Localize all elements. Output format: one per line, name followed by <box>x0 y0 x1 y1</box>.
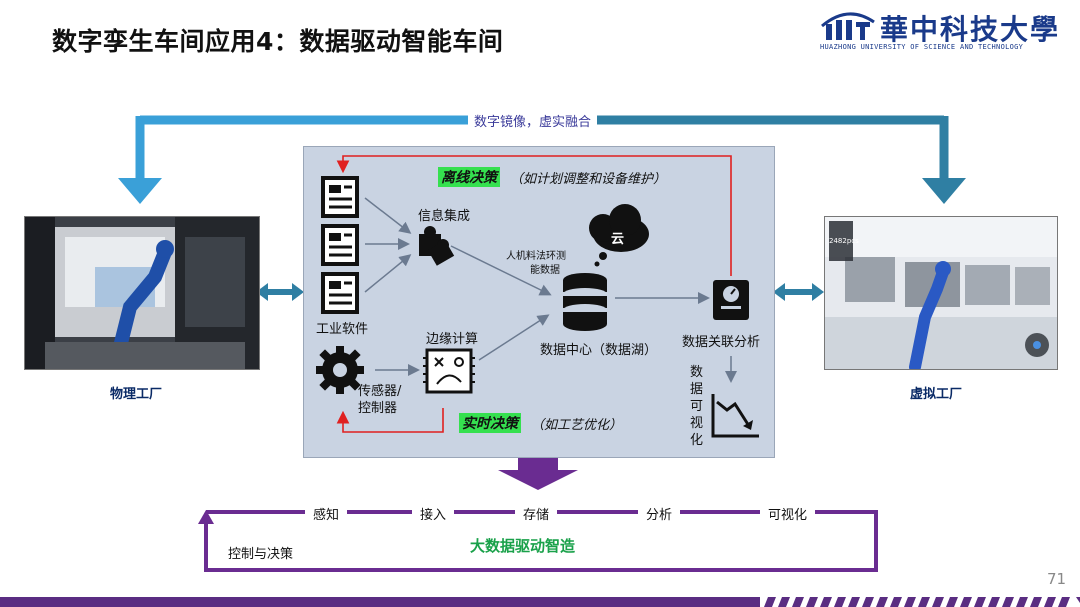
cloud-label: 云 <box>611 232 625 247</box>
page-title: 数字孪生车间应用4：数据驱动智能车间 <box>52 27 504 56</box>
arrow-down-left-icon <box>118 178 162 204</box>
flow-step-storage: 存储 <box>515 504 558 523</box>
center-diagram-graphics <box>316 155 759 438</box>
edge-chip-icon <box>423 348 475 394</box>
sensor-label-line2: 控制器 <box>358 401 398 416</box>
database-icon <box>563 273 607 331</box>
data-center-label: 数据中心（数据湖） <box>540 343 658 358</box>
data-sources-line2: 能数据 <box>530 265 560 276</box>
center-diagram-box <box>303 146 775 458</box>
edge-computing-label: 边缘计算 <box>426 332 479 347</box>
data-sources-line1: 人机料法环测 <box>506 251 566 262</box>
virtual-factory-photo: 2482pcs <box>824 216 1058 370</box>
flow-step-visualization: 可视化 <box>760 504 816 523</box>
university-name-en: HUAZHONG UNIVERSITY OF SCIENCE AND TECHN… <box>820 43 1024 51</box>
arrow-up-icon <box>198 510 214 524</box>
realtime-decision-label: 实时决策 <box>459 413 521 433</box>
double-arrow-left-icon <box>256 283 304 301</box>
realtime-decision-note: （如工艺优化） <box>531 418 623 433</box>
info-integration-label: 信息集成 <box>418 209 471 224</box>
top-banner: 数字镜像，虚实融合 <box>468 111 598 130</box>
virtual-factory-caption: 虚拟工厂 <box>910 387 963 402</box>
offline-decision-label: 离线决策 <box>438 167 500 187</box>
flow-center-title: 大数据驱动智造 <box>470 537 576 555</box>
visualization-vertical-label: 数 据 可 视 化 <box>690 365 704 448</box>
gear-icon <box>316 346 364 394</box>
physical-factory-photo <box>24 216 260 370</box>
document-icon-3 <box>321 272 359 314</box>
flow-feedback-label: 控制与决策 <box>228 547 294 562</box>
cloud-icon <box>589 204 649 267</box>
flow-step-sense: 感知 <box>305 504 348 523</box>
document-icon-2 <box>321 224 359 266</box>
arrow-down-right-icon <box>922 178 966 204</box>
virtual-factory-overlay-text: 2482pcs <box>829 237 859 245</box>
university-name-zh: 華中科技大學 <box>880 13 1061 46</box>
physical-factory-caption: 物理工厂 <box>110 387 163 402</box>
double-arrow-right-icon <box>773 283 824 301</box>
sensor-label-line1: 传感器/ <box>358 384 402 399</box>
offline-decision-note: （如计划调整和设备维护） <box>510 172 667 187</box>
university-logo-icon <box>821 12 875 40</box>
flow-step-analysis: 分析 <box>638 504 681 523</box>
page-number: 71 <box>1047 570 1067 588</box>
correlation-analysis-label: 数据关联分析 <box>682 335 761 350</box>
arrow-down-purple-icon <box>498 458 578 490</box>
trend-down-icon <box>711 394 759 438</box>
industrial-software-label: 工业软件 <box>316 322 369 337</box>
document-icon-1 <box>321 176 359 218</box>
puzzle-icon <box>419 226 455 266</box>
flow-step-access: 接入 <box>412 504 455 523</box>
scale-icon <box>713 280 749 320</box>
